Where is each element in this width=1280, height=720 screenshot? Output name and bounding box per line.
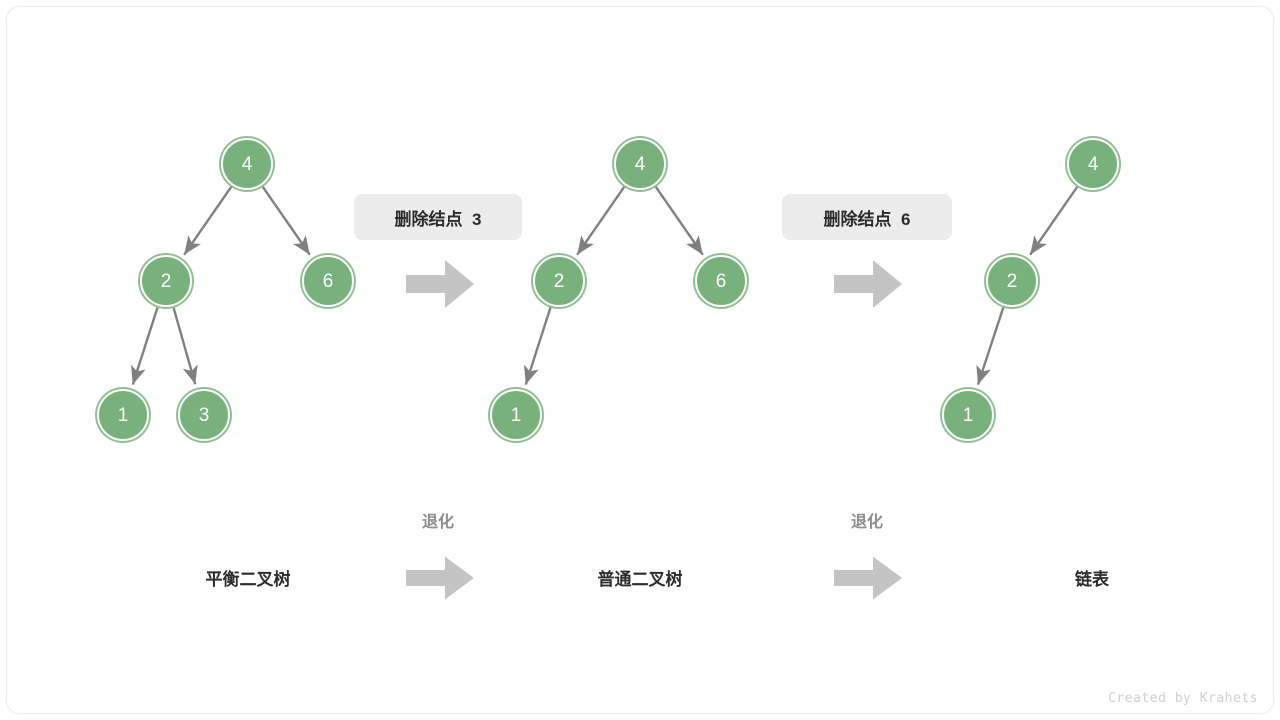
- tree-edge: [976, 306, 1005, 385]
- tree-node-6: 6: [302, 255, 354, 307]
- tree-edge: [261, 185, 311, 256]
- transition-label-degenerate-1: 退化: [421, 514, 455, 531]
- arrow-shape: [406, 556, 474, 600]
- block-arrow-caption-arrow-1: [404, 553, 476, 603]
- tree-caption-ordinary-binary-tree: 普通二叉树: [597, 570, 683, 589]
- tree-node-6: 6: [695, 255, 747, 307]
- transition-label-degenerate-2: 退化: [850, 514, 884, 531]
- tree-node-1: 1: [942, 389, 994, 441]
- tree-node-4: 4: [614, 138, 666, 190]
- tree-node-1: 1: [97, 389, 149, 441]
- figure-frame: [6, 6, 1274, 714]
- block-arrow-op-arrow-2: [832, 256, 904, 312]
- tree-node-2: 2: [140, 255, 192, 307]
- watermark: Created by Krahets: [1108, 691, 1258, 706]
- arrow-shape: [834, 260, 902, 308]
- tree-node-3: 3: [178, 389, 230, 441]
- tree-caption-linked-list: 链表: [1075, 570, 1109, 589]
- arrow-shape: [834, 556, 902, 600]
- tree-node-4: 4: [221, 138, 273, 190]
- operation-chip-delete-node-3: 删除结点 3: [354, 194, 522, 240]
- operation-chip-delete-node-6: 删除结点 6: [782, 194, 952, 240]
- tree-edge: [172, 306, 198, 385]
- block-arrow-op-arrow-1: [404, 256, 476, 312]
- tree-edge: [576, 185, 626, 256]
- tree-caption-balanced-binary-tree: 平衡二叉树: [205, 570, 291, 589]
- arrow-shape: [406, 260, 474, 308]
- tree-node-4: 4: [1067, 138, 1119, 190]
- tree-node-1: 1: [490, 389, 542, 441]
- tree-edge: [654, 185, 704, 256]
- block-arrow-caption-arrow-2: [832, 553, 904, 603]
- tree-edge: [131, 306, 159, 385]
- tree-node-2: 2: [986, 255, 1038, 307]
- tree-edge: [524, 306, 552, 385]
- tree-node-2: 2: [533, 255, 585, 307]
- tree-edge: [1029, 185, 1079, 256]
- tree-edge: [183, 185, 233, 256]
